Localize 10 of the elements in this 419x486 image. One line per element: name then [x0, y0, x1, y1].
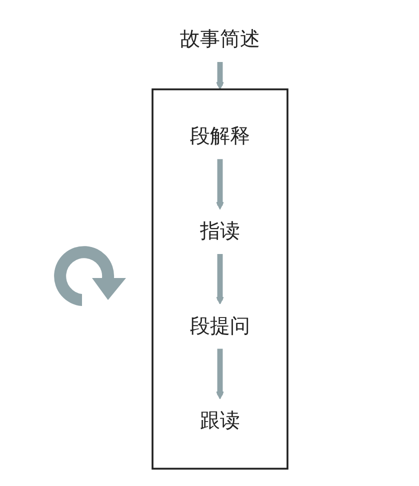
arrow — [216, 348, 224, 400]
arrow — [216, 159, 224, 210]
node-text: 指读 — [200, 220, 240, 243]
node-text: 段解释 — [190, 125, 250, 148]
cluster — [152, 88, 288, 470]
node-text: 段提问 — [190, 315, 250, 338]
node-text: 故事简述 — [180, 28, 260, 52]
arrow — [216, 62, 224, 90]
arrow — [216, 254, 224, 304]
node-text: 跟读 — [200, 410, 240, 433]
